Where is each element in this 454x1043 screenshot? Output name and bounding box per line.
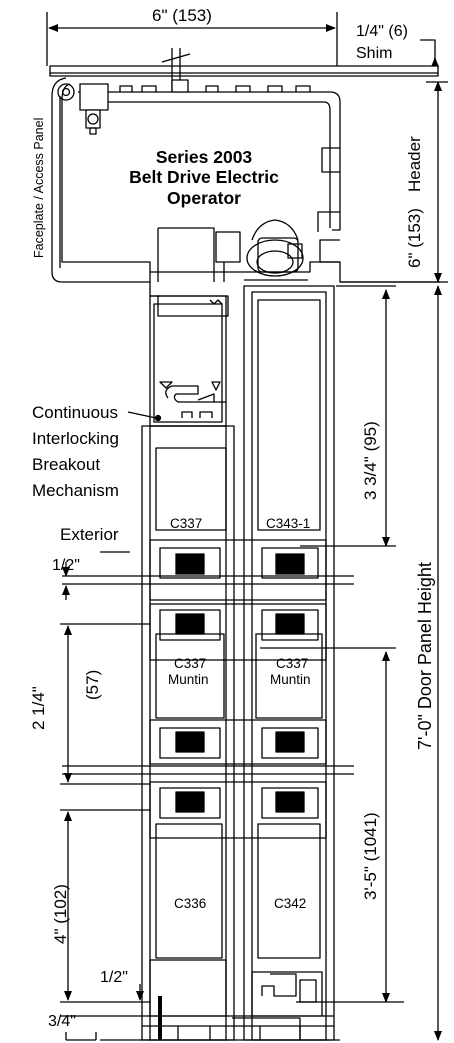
muntin-left-code: C337 [174,656,207,671]
two-quarter-mm-label: (57) [83,669,102,700]
shim-label: Shim [356,45,393,62]
muntin-right-name: Muntin [270,672,311,687]
exterior-label: Exterior [60,525,119,544]
callout-leaders [100,411,162,553]
part-c343-1: C343-1 [266,516,311,531]
belt-drive-wheel [215,219,308,281]
callout-line-4: Mechanism [32,481,119,500]
three-quarter-label: 3/4" [48,1013,76,1030]
muntin-right-code: C337 [276,656,309,671]
header-label: Header [405,136,424,192]
mid-height-dimension [260,647,404,1003]
shim-dimension-label: 1/4" (6) [356,23,408,40]
operator-title: Series 2003 Belt Drive Electric Operator [104,147,304,208]
four-inch-label: 4" (102) [51,884,70,944]
faceplate-label: Faceplate / Access Panel [32,117,46,258]
callout-line-3: Breakout [32,455,101,474]
header-dimension-label: 6" (153) [405,208,424,268]
operator-title-line-3: Operator [167,187,241,208]
part-c342: C342 [274,896,307,911]
muntin-left-name: Muntin [168,672,209,687]
top-width-label: 6" (153) [152,6,212,25]
left-dimensions [60,562,150,1041]
header-shell [49,48,440,283]
rail-height-label: 3 3/4" (95) [361,421,380,500]
part-c336: C336 [174,896,207,911]
two-quarter-label: 2 1/4" [29,686,48,730]
operator-title-line-2: Belt Drive Electric [129,167,279,188]
operator-title-line-1: Series 2003 [155,147,253,167]
door-panel-height-label: 7'-0" Door Panel Height [415,562,435,750]
door-panels [62,285,354,1041]
top-width-dimension [46,12,338,66]
rail-height-dimension [300,285,396,547]
part-c337-top: C337 [170,516,203,531]
callout-line-1: Continuous [32,403,119,422]
half-inch-upper-label: 1/2" [52,557,80,574]
mid-height-label: 3'-5" (1041) [361,812,380,900]
half-inch-lower-label: 1/2" [100,969,128,986]
callout-line-2: Interlocking [32,429,119,448]
header-dimension [340,81,448,283]
